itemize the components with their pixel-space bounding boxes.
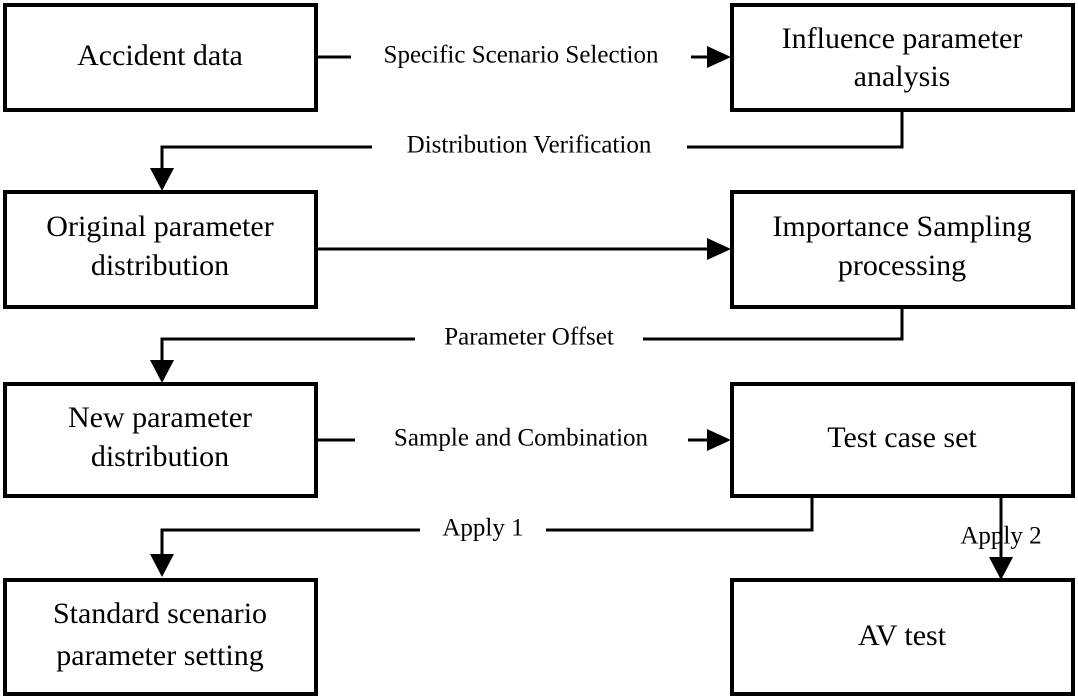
- node-original-parameter-shape: [3, 190, 318, 309]
- node-test-case-set-label: Test case set: [827, 421, 977, 454]
- edge-apply-2-arrowhead: [989, 557, 1013, 580]
- node-av-test[interactable]: AV test: [730, 578, 1075, 696]
- edge-specific-scenario-selection-label: Specific Scenario Selection: [384, 42, 659, 69]
- node-test-case-set[interactable]: Test case set: [730, 382, 1075, 498]
- node-influence-parameter-label-line2: analysis: [854, 60, 951, 93]
- edge-apply-1: Apply 1: [150, 496, 814, 577]
- node-importance-sampling-label-line1: Importance Sampling: [772, 210, 1031, 243]
- edge-parameter-offset-label: Parameter Offset: [444, 324, 614, 351]
- edge-apply-1-label: Apply 1: [442, 515, 523, 542]
- node-av-test-label: AV test: [858, 619, 947, 652]
- node-importance-sampling-shape: [730, 190, 1075, 309]
- edge-sample-and-combination-label: Sample and Combination: [394, 425, 649, 452]
- edge-apply-1-line-right: [546, 496, 814, 532]
- edge-original-to-importance: [316, 238, 731, 260]
- node-influence-parameter[interactable]: Influence parameter analysis: [730, 3, 1075, 112]
- node-importance-sampling[interactable]: Importance Sampling processing: [730, 190, 1075, 309]
- node-accident-data-shape: [3, 3, 318, 112]
- node-standard-scenario-label-line1: Standard scenario: [53, 597, 267, 630]
- edge-specific-scenario-selection: Specific Scenario Selection: [316, 42, 731, 69]
- edge-distribution-verification: Distribution Verification: [150, 110, 904, 191]
- edge-distribution-verification-arrowhead: [150, 168, 174, 191]
- edge-apply-2: Apply 2: [960, 496, 1042, 580]
- edge-specific-scenario-selection-arrowhead: [707, 46, 731, 68]
- node-influence-parameter-label-line1: Influence parameter: [782, 22, 1023, 55]
- edge-apply-1-line-left: [160, 528, 420, 560]
- node-test-case-set-shape: [730, 382, 1075, 498]
- edge-sample-and-combination: Sample and Combination: [316, 425, 731, 452]
- node-accident-data[interactable]: Accident data: [3, 3, 318, 112]
- node-original-parameter-label-line2: distribution: [91, 249, 229, 282]
- edge-parameter-offset-line-left: [160, 337, 415, 367]
- edge-apply-2-label: Apply 2: [960, 523, 1041, 550]
- node-standard-scenario[interactable]: Standard scenario parameter setting: [3, 578, 318, 696]
- edge-distribution-verification-line-left: [160, 145, 372, 175]
- node-new-parameter-label-line1: New parameter: [68, 401, 252, 434]
- node-influence-parameter-shape: [730, 3, 1075, 112]
- edge-original-to-importance-arrowhead: [707, 238, 731, 260]
- node-new-parameter[interactable]: New parameter distribution: [3, 382, 318, 498]
- node-standard-scenario-shape: [3, 578, 318, 696]
- node-av-test-shape: [730, 578, 1075, 696]
- node-original-parameter-label-line1: Original parameter: [46, 210, 273, 243]
- node-importance-sampling-label-line2: processing: [838, 249, 966, 282]
- edge-parameter-offset-arrowhead: [150, 360, 174, 383]
- edge-parameter-offset: Parameter Offset: [150, 307, 904, 383]
- node-new-parameter-shape: [3, 382, 318, 498]
- edge-apply-1-arrowhead: [150, 554, 174, 577]
- edge-parameter-offset-line-right: [643, 307, 904, 341]
- edge-sample-and-combination-arrowhead: [707, 429, 731, 451]
- node-new-parameter-label-line2: distribution: [91, 440, 229, 473]
- node-accident-data-label: Accident data: [77, 39, 243, 72]
- edge-distribution-verification-line-right: [687, 110, 904, 149]
- node-original-parameter[interactable]: Original parameter distribution: [3, 190, 318, 309]
- edge-distribution-verification-label: Distribution Verification: [407, 132, 652, 159]
- node-standard-scenario-label-line2: parameter setting: [56, 639, 263, 672]
